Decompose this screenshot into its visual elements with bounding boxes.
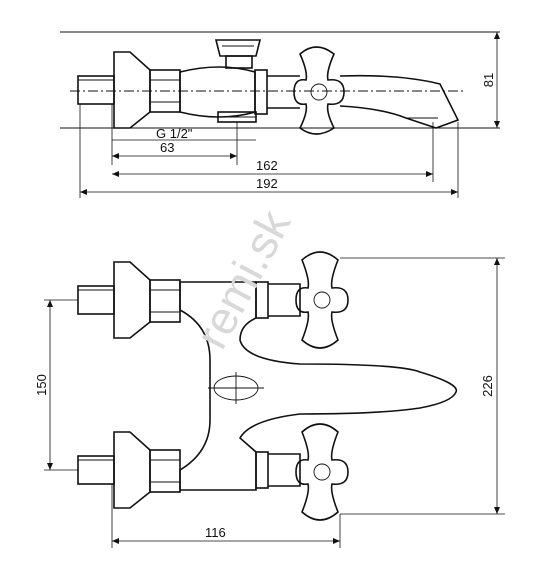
watermark: remi.sk [185,201,301,357]
dim-192-label: 192 [256,176,278,191]
side-view [60,31,500,135]
dim-116-label: 116 [205,525,226,540]
side-view-dimensions: 81 G 1/2" 63 162 192 [79,32,500,198]
front-view-dimensions: 150 226 116 [34,257,505,548]
dim-63-label: 63 [160,140,174,155]
dim-162-label: 162 [256,158,278,173]
dim-150-label: 150 [34,374,49,396]
front-view [77,251,458,521]
dim-81-label: 81 [481,73,496,87]
dim-226-label: 226 [480,375,495,397]
thread-label: G 1/2" [156,126,193,141]
